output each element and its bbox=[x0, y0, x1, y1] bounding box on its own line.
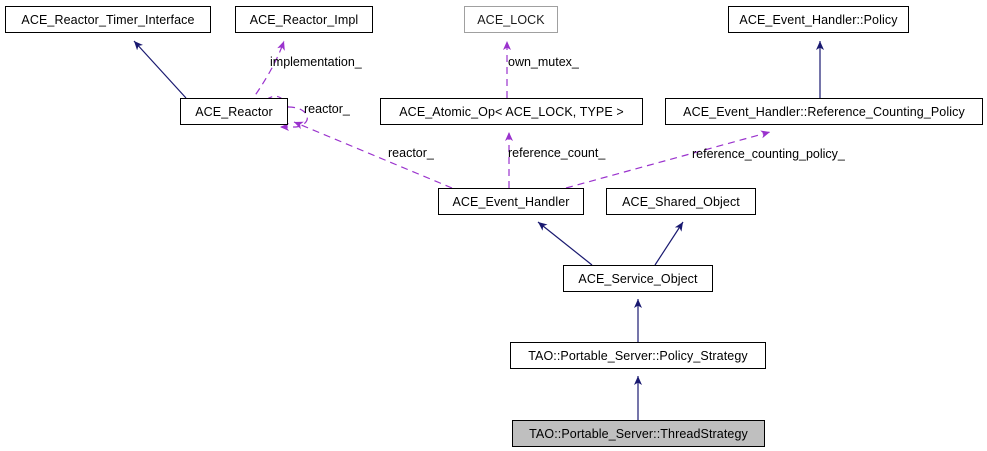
node-ace-event-handler-reference-counting-policy[interactable]: ACE_Event_Handler::Reference_Counting_Po… bbox=[665, 98, 983, 125]
node-ace-reactor-impl[interactable]: ACE_Reactor_Impl bbox=[235, 6, 373, 33]
node-ace-service-object[interactable]: ACE_Service_Object bbox=[563, 265, 713, 292]
node-label: TAO::Portable_Server::Policy_Strategy bbox=[528, 348, 748, 363]
node-label: ACE_LOCK bbox=[477, 12, 545, 27]
node-tao-policy-strategy[interactable]: TAO::Portable_Server::Policy_Strategy bbox=[510, 342, 766, 369]
edge-serviceobject-to-sharedobject bbox=[654, 221, 684, 266]
node-label: ACE_Reactor_Timer_Interface bbox=[21, 12, 195, 27]
node-ace-reactor[interactable]: ACE_Reactor bbox=[180, 98, 288, 125]
node-ace-reactor-timer-interface[interactable]: ACE_Reactor_Timer_Interface bbox=[5, 6, 211, 33]
edge-label-reactor: reactor_ bbox=[388, 146, 434, 160]
inheritance-edges bbox=[133, 40, 824, 420]
node-tao-thread-strategy[interactable]: TAO::Portable_Server::ThreadStrategy bbox=[512, 420, 765, 447]
edge-reactor-to-timer-interface bbox=[133, 40, 187, 99]
node-label: ACE_Reactor bbox=[195, 104, 273, 119]
node-label: ACE_Event_Handler bbox=[452, 194, 570, 209]
node-label: ACE_Service_Object bbox=[578, 271, 698, 286]
node-ace-event-handler[interactable]: ACE_Event_Handler bbox=[438, 188, 584, 215]
edge-reactor-implementation bbox=[248, 40, 285, 105]
node-ace-lock[interactable]: ACE_LOCK bbox=[464, 6, 558, 33]
edge-label-own-mutex: own_mutex_ bbox=[508, 55, 579, 69]
node-label: ACE_Event_Handler::Policy bbox=[739, 12, 898, 27]
node-label: ACE_Reactor_Impl bbox=[249, 12, 359, 27]
node-label: ACE_Shared_Object bbox=[622, 194, 740, 209]
node-label: ACE_Atomic_Op< ACE_LOCK, TYPE > bbox=[399, 104, 624, 119]
edge-label-reactor-self: reactor_ bbox=[304, 102, 350, 116]
node-ace-event-handler-policy[interactable]: ACE_Event_Handler::Policy bbox=[728, 6, 909, 33]
edge-eventhandler-reactor bbox=[293, 121, 453, 189]
edge-label-implementation: implementation_ bbox=[270, 55, 362, 69]
node-label: ACE_Event_Handler::Reference_Counting_Po… bbox=[683, 104, 965, 119]
node-ace-shared-object[interactable]: ACE_Shared_Object bbox=[606, 188, 756, 215]
edge-reactor-self-reactor bbox=[280, 106, 308, 131]
node-ace-atomic-op[interactable]: ACE_Atomic_Op< ACE_LOCK, TYPE > bbox=[380, 98, 643, 125]
edge-serviceobject-to-eventhandler bbox=[537, 221, 593, 266]
edge-label-reference-counting-policy: reference_counting_policy_ bbox=[692, 147, 845, 161]
edge-label-reference-count: reference_count_ bbox=[508, 146, 606, 160]
node-label: TAO::Portable_Server::ThreadStrategy bbox=[529, 426, 748, 441]
